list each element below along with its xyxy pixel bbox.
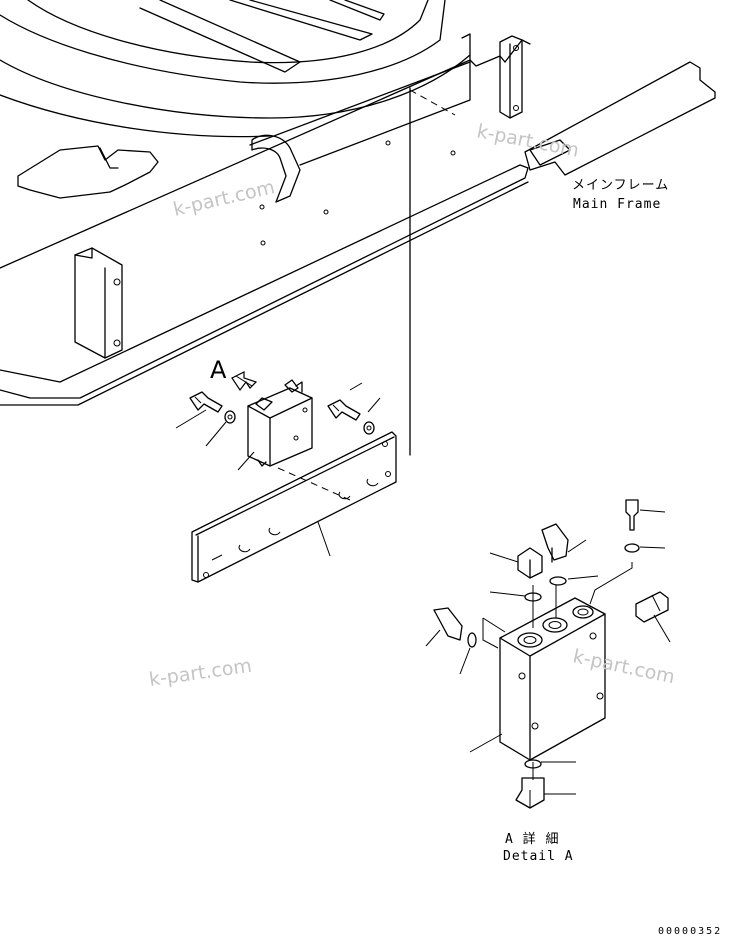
main-frame-label-en: Main Frame xyxy=(573,197,661,212)
watermark: k-part.com xyxy=(475,120,581,161)
watermark: k-part.com xyxy=(571,645,677,688)
watermark: k-part.com xyxy=(171,176,277,221)
watermark: k-part.com xyxy=(148,655,254,691)
valve-mount-assembly xyxy=(175,371,397,583)
main-frame-drawing xyxy=(0,0,716,456)
detail-a-drawing xyxy=(425,499,671,809)
main-frame-label-ja: メインフレーム xyxy=(572,178,669,193)
detail-a-label-en: Detail A xyxy=(503,849,574,864)
detail-a-label-ja: A 詳 細 xyxy=(505,831,559,847)
callout-letter-a: A xyxy=(210,356,227,384)
figure-number: 00000352 xyxy=(658,926,722,937)
